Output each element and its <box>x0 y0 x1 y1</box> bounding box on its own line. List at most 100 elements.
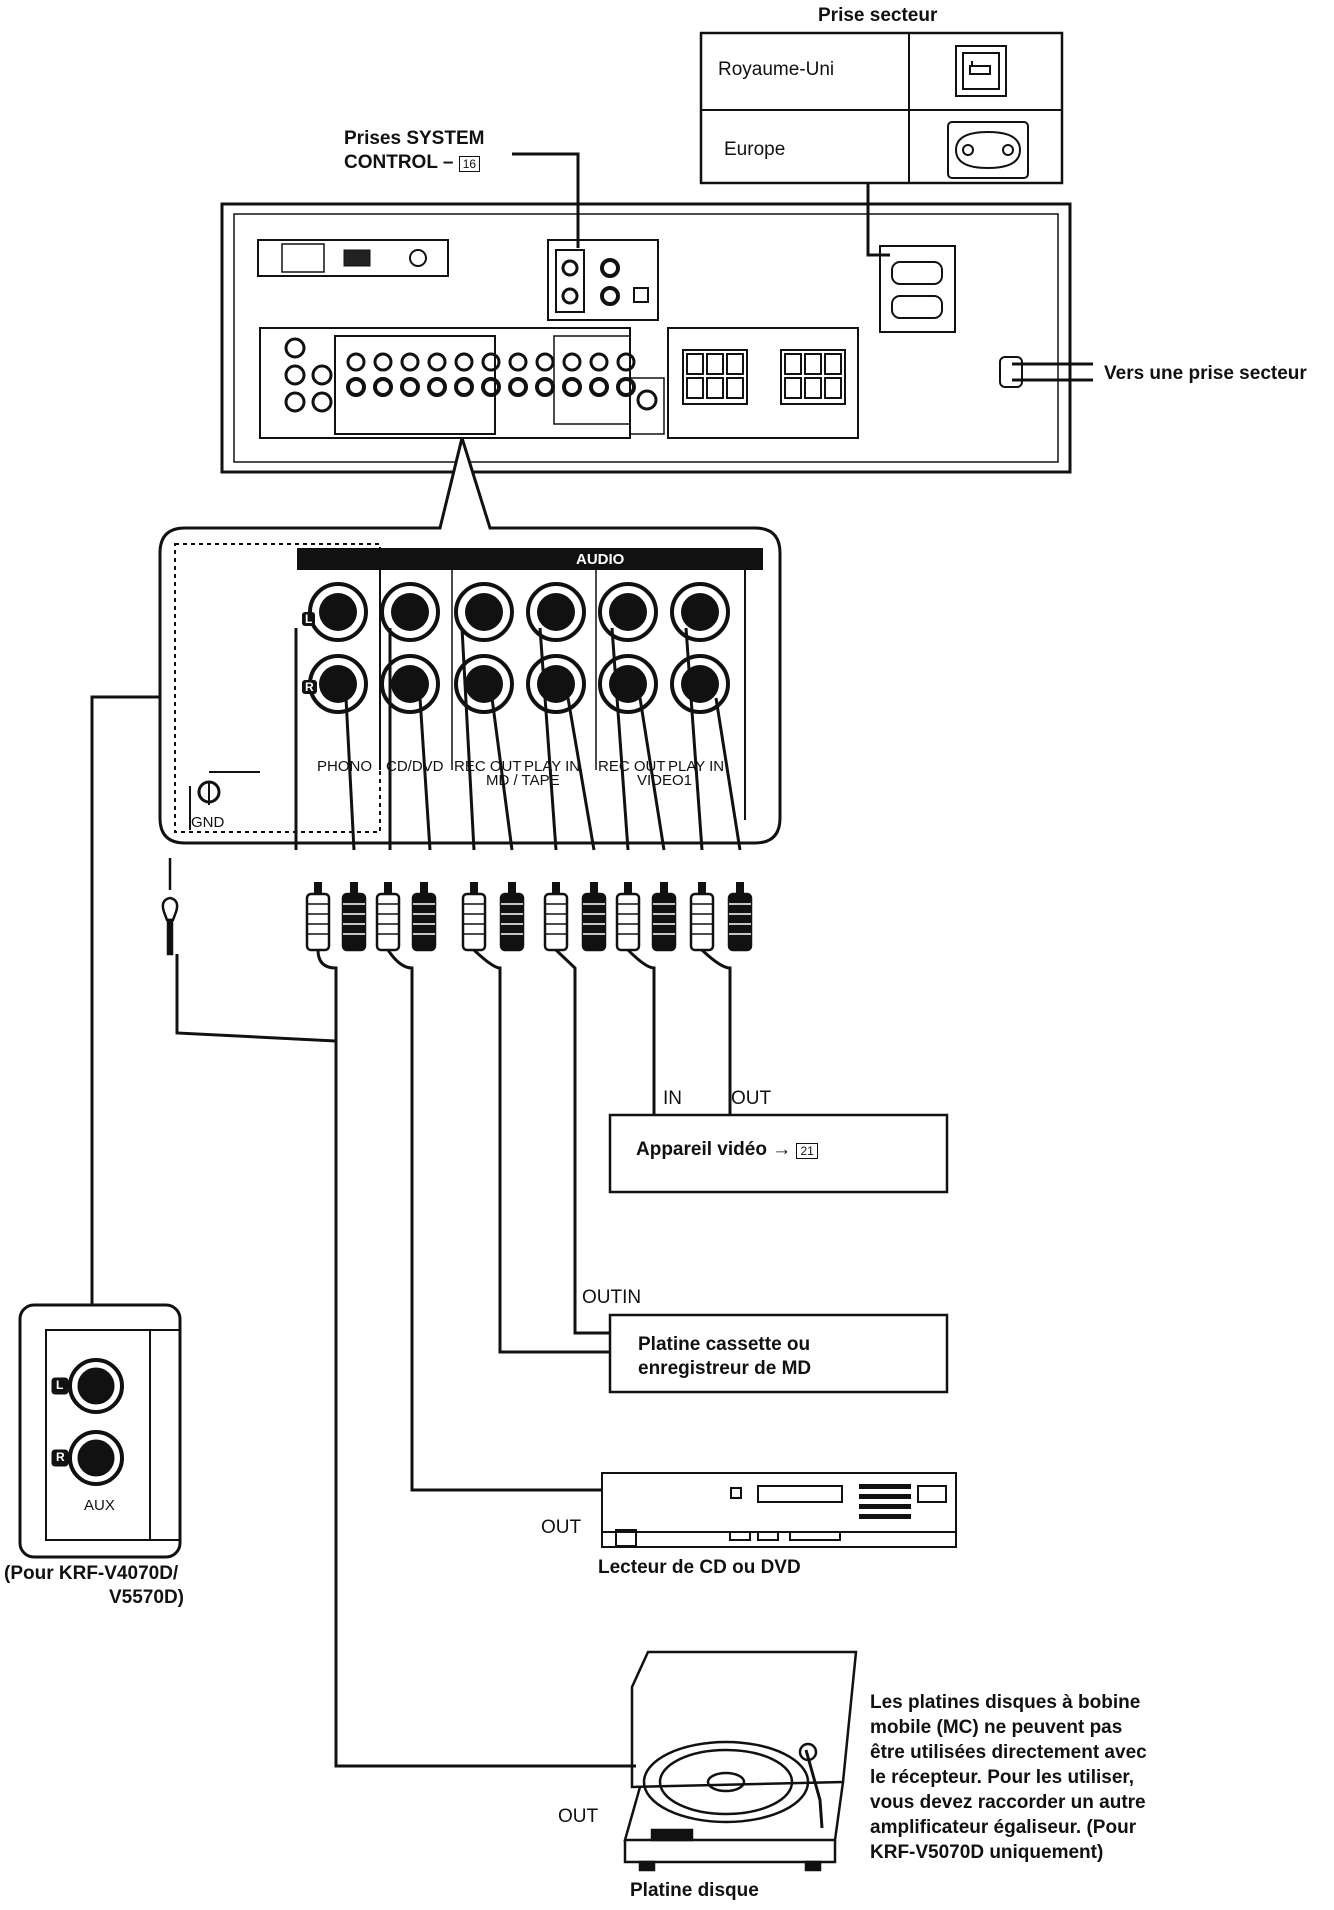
rear-jack <box>562 377 582 397</box>
receiver-rear-panel <box>220 202 1072 474</box>
rca-jack-hole <box>465 665 503 703</box>
mains-uk-label: Royaume-Uni <box>718 59 835 80</box>
rca-plug-icon <box>375 882 401 952</box>
speaker-terminal <box>706 377 724 399</box>
cable <box>714 697 742 851</box>
rca-jack <box>380 654 440 714</box>
cable <box>538 627 558 851</box>
gnd-spade-icon <box>161 858 179 956</box>
mains-europe-label: Europe <box>724 139 786 160</box>
video-device-text: Appareil vidéo → <box>636 1139 792 1160</box>
rear-jack <box>427 352 447 372</box>
cd-player-icon <box>601 1472 957 1548</box>
uk-socket-icon <box>955 45 1007 97</box>
video-in-label: IN <box>663 1088 682 1109</box>
jack-label: REC OUT <box>454 758 522 775</box>
rear-jack <box>346 377 366 397</box>
speaker-terminal <box>726 353 744 375</box>
callout-panel <box>158 437 782 845</box>
rear-jack <box>311 364 333 386</box>
to-outlet-label: Vers une prise secteur <box>1104 363 1307 384</box>
jack-label: REC OUT <box>598 758 666 775</box>
speaker-terminal <box>804 353 822 375</box>
rca-plug-icon <box>305 882 331 952</box>
rca-jack <box>454 654 514 714</box>
rca-jack-hole <box>391 665 429 703</box>
rca-jack <box>526 654 586 714</box>
jack-label: PLAY IN <box>668 758 725 775</box>
rear-jack <box>400 352 420 372</box>
audio-header: AUDIO <box>576 551 625 568</box>
speaker-terminal <box>784 353 802 375</box>
speaker-terminal <box>784 377 802 399</box>
rear-jack <box>535 352 555 372</box>
aux-panel <box>18 1303 182 1559</box>
jack-label: PLAY IN <box>524 758 581 775</box>
rca-plug-icon <box>727 882 753 952</box>
power-cord <box>1012 362 1093 382</box>
mains-title: Prise secteur <box>818 5 938 26</box>
cable <box>626 948 656 1115</box>
rear-jack <box>535 377 555 397</box>
panel-badge-left: L <box>302 612 316 626</box>
video-out-label: OUT <box>731 1088 772 1109</box>
cable <box>684 627 704 851</box>
panel-badge-right: R <box>302 680 317 694</box>
tape-device-box <box>608 1313 949 1394</box>
rear-jack <box>508 352 528 372</box>
rca-plug-icon <box>581 882 607 952</box>
aux-note-line2: V5570D) <box>109 1587 184 1608</box>
cable <box>460 627 476 851</box>
rca-plug-icon <box>411 882 437 952</box>
speaker-terminal <box>706 353 724 375</box>
cable <box>386 949 602 1492</box>
rca-plug-icon <box>341 882 367 952</box>
turntable-note-line: KRF-V5070D uniquement) <box>870 1842 1104 1863</box>
rear-jack <box>589 377 609 397</box>
jack-label: CD/DVD <box>386 758 444 775</box>
tape-device-line2: enregistreur de MD <box>638 1358 812 1379</box>
rca-jack-hole <box>465 593 503 631</box>
cd-out-label: OUT <box>541 1517 582 1538</box>
cable <box>638 697 666 851</box>
ground-wire <box>175 954 636 1768</box>
rear-jack <box>311 391 333 413</box>
rca-jack-hole <box>319 593 357 631</box>
turntable-note-line: vous devez raccorder un autre <box>870 1792 1146 1813</box>
aux-label: AUX <box>84 1497 115 1514</box>
mains-outlet-table <box>699 31 1064 185</box>
turntable-note-line: le récepteur. Pour les utiliser, <box>870 1767 1135 1788</box>
system-control-text: CONTROL – <box>344 152 454 173</box>
rca-jack-hole <box>681 593 719 631</box>
rear-jack <box>454 377 474 397</box>
cd-player-name: Lecteur de CD ou DVD <box>598 1557 801 1578</box>
speaker-terminal <box>686 377 704 399</box>
rca-plug-icon <box>461 882 487 952</box>
rca-plug-icon <box>499 882 525 952</box>
rear-jack <box>373 352 393 372</box>
system-control-line2: CONTROL – 16 <box>344 152 481 174</box>
rear-jack <box>616 352 636 372</box>
rca-jack-hole <box>537 593 575 631</box>
rca-plug-icon <box>689 882 715 952</box>
turntable-out-label: OUT <box>558 1806 599 1827</box>
signal-cables <box>294 627 742 1492</box>
rear-jack <box>346 352 366 372</box>
system-control-line1: Prises SYSTEM <box>344 128 485 149</box>
system-control-cable <box>512 152 580 248</box>
aux-cable <box>90 695 160 1305</box>
cable <box>610 627 630 851</box>
book-page-ref-icon: 21 <box>796 1143 818 1159</box>
rca-jack <box>670 582 730 642</box>
rear-jack <box>589 352 609 372</box>
rear-jack <box>427 377 447 397</box>
rca-jack <box>454 582 514 642</box>
cable <box>554 948 610 1335</box>
group-video1-label: VIDEO1 <box>637 772 693 789</box>
rear-panel-jacks <box>284 337 636 413</box>
speaker-terminal <box>804 377 822 399</box>
rear-jack <box>373 377 393 397</box>
rca-plugs <box>305 882 753 952</box>
turntable-note-line: mobile (MC) ne peuvent pas <box>870 1717 1123 1738</box>
